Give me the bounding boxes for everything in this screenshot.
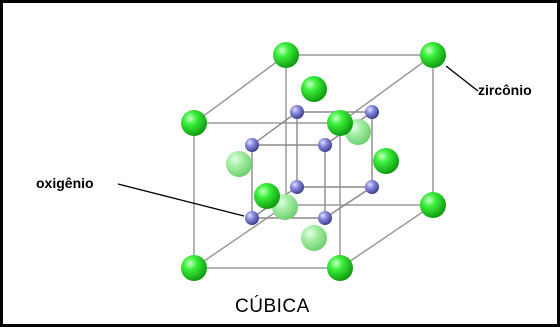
zirconium-atom: [420, 192, 446, 218]
oxygen-leader-line: [117, 183, 245, 217]
zirconium-atom: [327, 110, 353, 136]
oxygen-atom: [365, 105, 379, 119]
zirconium-atom: [301, 76, 327, 102]
oxygen-atom: [245, 138, 259, 152]
oxygen-atom: [290, 180, 304, 194]
oxygen-atom: [290, 105, 304, 119]
oxygen-label: oxigênio: [36, 175, 94, 191]
oxygen-atoms: [245, 105, 379, 225]
oxygen-atom: [318, 138, 332, 152]
cube-edge: [193, 54, 287, 124]
zirconium-atom: [273, 42, 299, 68]
zirconium-atom: [226, 151, 252, 177]
structure-caption: CÚBICA: [235, 296, 310, 317]
zirconium-atoms-back: [226, 119, 371, 251]
oxygen-atom: [365, 180, 379, 194]
zirconium-atom: [181, 255, 207, 281]
oxygen-atom: [318, 211, 332, 225]
cube-edge: [324, 186, 373, 219]
zirconium-atom: [181, 110, 207, 136]
zirconium-label: zircônio: [478, 82, 532, 98]
cube-edge: [339, 54, 434, 124]
zirconium-atom: [420, 42, 446, 68]
zirconium-atoms: [181, 42, 446, 281]
zirconium-atom: [327, 255, 353, 281]
zirconium-atom: [254, 183, 280, 209]
cube-edge: [339, 204, 434, 269]
zirconium-atom: [301, 225, 327, 251]
zirconium-atom: [373, 148, 399, 174]
cube-edge: [193, 204, 287, 269]
cube-edge: [251, 111, 298, 146]
oxygen-atom: [245, 211, 259, 225]
outer-cube-edges: [193, 54, 434, 269]
zirconium-leader-line: [445, 65, 479, 92]
